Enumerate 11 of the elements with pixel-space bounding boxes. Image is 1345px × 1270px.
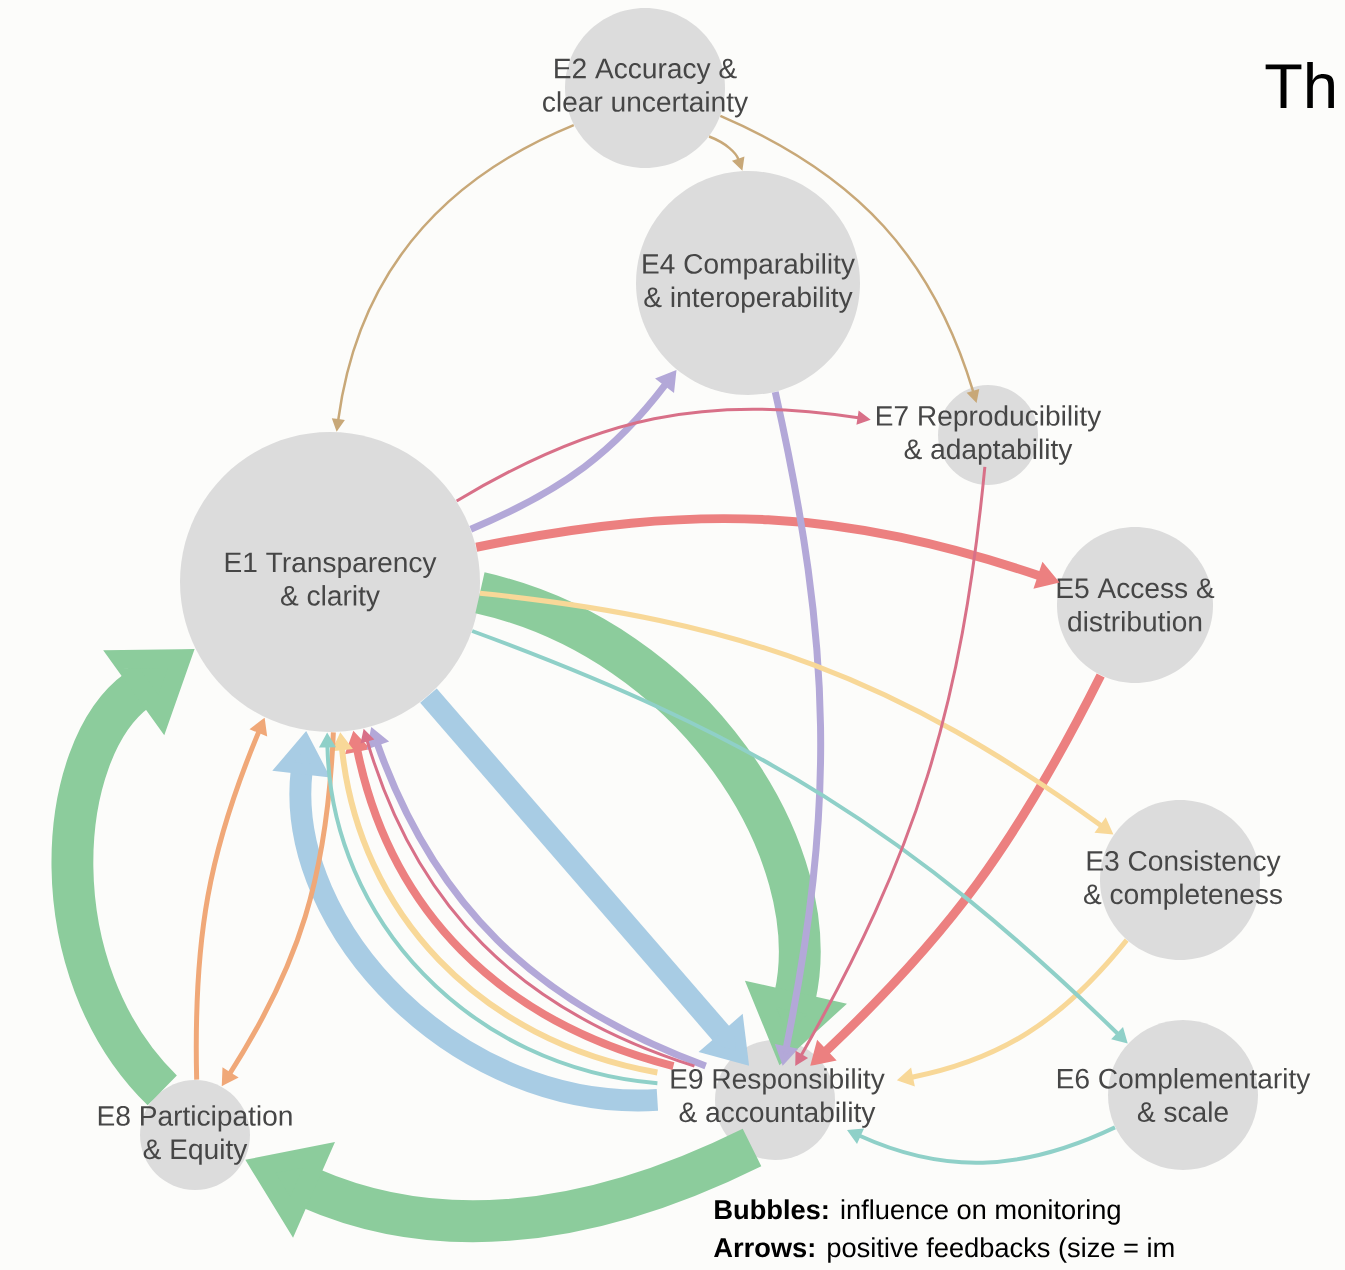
bubble: E2 Accuracy & clear uncertainty bbox=[543, 8, 749, 168]
title: Th bbox=[1265, 62, 1334, 108]
bubble: E8 Participation & Equity bbox=[98, 1080, 292, 1190]
legend-text: Bubbles: influence on monitoring bbox=[715, 1199, 1120, 1225]
bubble: E4 Comparability & interoperability bbox=[636, 171, 860, 395]
bubble: E6 Complementarity & scale bbox=[1057, 1020, 1311, 1170]
bubble: E7 Reproducibility & adaptability bbox=[877, 385, 1102, 485]
bubble: E3 Consistency & completeness bbox=[1084, 800, 1282, 960]
legend-text: Arrows: positive feedbacks (size = im bbox=[714, 1237, 1174, 1263]
bubble: E1 Transparency & clarity bbox=[180, 432, 480, 732]
bubble: E5 Access & distribution bbox=[1057, 527, 1215, 683]
